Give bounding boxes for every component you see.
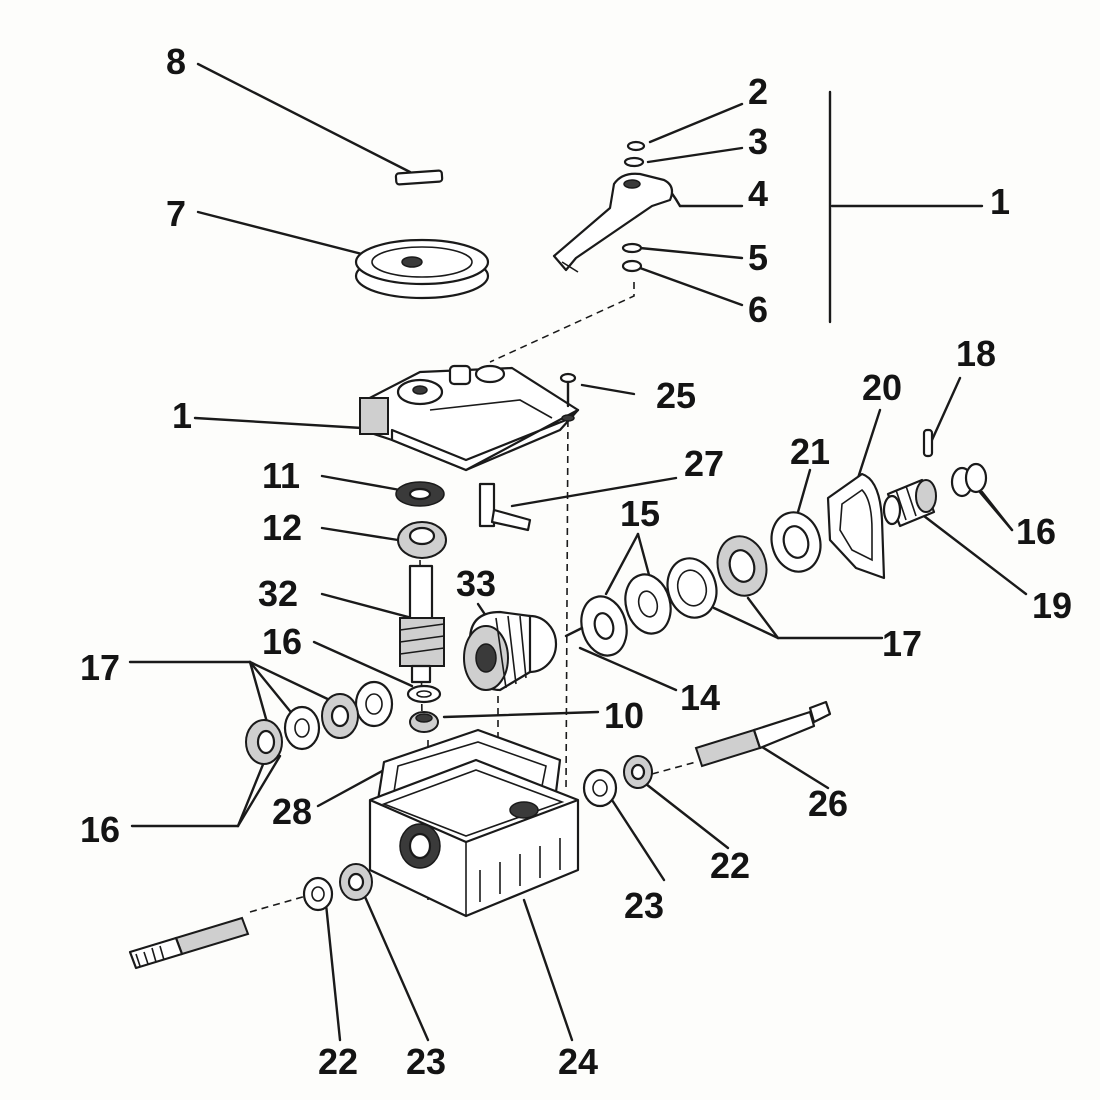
part-10-bushing bbox=[409, 711, 439, 733]
part-16-left-seal bbox=[245, 719, 283, 765]
label-23-right: 23 bbox=[624, 885, 664, 926]
part-5-6-washers bbox=[621, 242, 643, 273]
part-4-shift-arm bbox=[552, 172, 674, 273]
part-26-shaft-right bbox=[694, 700, 832, 768]
label-3: 3 bbox=[748, 121, 768, 162]
label-22-bottom: 22 bbox=[318, 1041, 358, 1082]
part-27-lever bbox=[478, 482, 532, 532]
part-1-housing-cover bbox=[359, 364, 580, 472]
part-18-pin bbox=[922, 428, 934, 458]
part-16-right-washers bbox=[950, 462, 988, 498]
label-10: 10 bbox=[604, 695, 644, 736]
label-24: 24 bbox=[558, 1041, 598, 1082]
label-6: 6 bbox=[748, 289, 768, 330]
label-11: 11 bbox=[262, 455, 300, 496]
label-12: 12 bbox=[262, 507, 302, 548]
part-20-gasket bbox=[826, 472, 886, 580]
part-22-23-right bbox=[582, 755, 653, 808]
label-16-left: 16 bbox=[80, 809, 120, 850]
label-14: 14 bbox=[680, 677, 720, 718]
part-11-bearing bbox=[395, 481, 445, 507]
label-17-left: 17 bbox=[80, 647, 120, 688]
part-19-coupling bbox=[882, 478, 937, 528]
part-21-washer bbox=[770, 511, 822, 573]
label-32: 32 bbox=[258, 573, 298, 614]
part-14-pin bbox=[564, 626, 584, 638]
part-7-pulley bbox=[354, 238, 490, 300]
label-23-bottom: 23 bbox=[406, 1041, 446, 1082]
part-32-worm-shaft bbox=[399, 564, 445, 684]
label-15: 15 bbox=[620, 493, 660, 534]
label-21: 21 bbox=[790, 431, 830, 472]
part-25-bolt bbox=[559, 372, 577, 408]
part-24-gearbox-housing bbox=[368, 758, 580, 918]
label-8: 8 bbox=[166, 41, 186, 82]
label-19: 19 bbox=[1032, 585, 1072, 626]
leader-lines bbox=[128, 62, 1028, 1042]
part-33-worm-gear bbox=[463, 610, 558, 692]
label-16-mid: 16 bbox=[262, 621, 302, 662]
label-16-right: 16 bbox=[1016, 511, 1056, 552]
label-18: 18 bbox=[956, 333, 996, 374]
label-4: 4 bbox=[748, 173, 768, 214]
part-2-3-washers bbox=[623, 140, 646, 168]
label-27: 27 bbox=[684, 443, 724, 484]
part-17-left-bearing-set bbox=[283, 680, 394, 751]
label-1-housing: 1 bbox=[172, 395, 192, 436]
label-25: 25 bbox=[656, 375, 696, 416]
callout-labels: 8 7 2 3 4 5 6 1 1 25 18 20 21 27 11 12 1… bbox=[80, 41, 1072, 1082]
part-8-key bbox=[394, 169, 444, 186]
label-7: 7 bbox=[166, 193, 186, 234]
part-16-mid-washer bbox=[406, 684, 442, 704]
part-17-right-bearing-set bbox=[666, 535, 768, 619]
label-17-right: 17 bbox=[882, 623, 922, 664]
label-28: 28 bbox=[272, 791, 312, 832]
part-15-shims bbox=[580, 573, 672, 657]
label-2: 2 bbox=[748, 71, 768, 112]
part-shaft-left bbox=[128, 916, 250, 970]
part-12-bearing bbox=[397, 521, 447, 559]
label-1-bracket: 1 bbox=[990, 181, 1010, 222]
label-5: 5 bbox=[748, 237, 768, 278]
label-33: 33 bbox=[456, 563, 496, 604]
part-22-23-bottom bbox=[302, 863, 373, 912]
label-26: 26 bbox=[808, 783, 848, 824]
label-22-right: 22 bbox=[710, 845, 750, 886]
label-20: 20 bbox=[862, 367, 902, 408]
